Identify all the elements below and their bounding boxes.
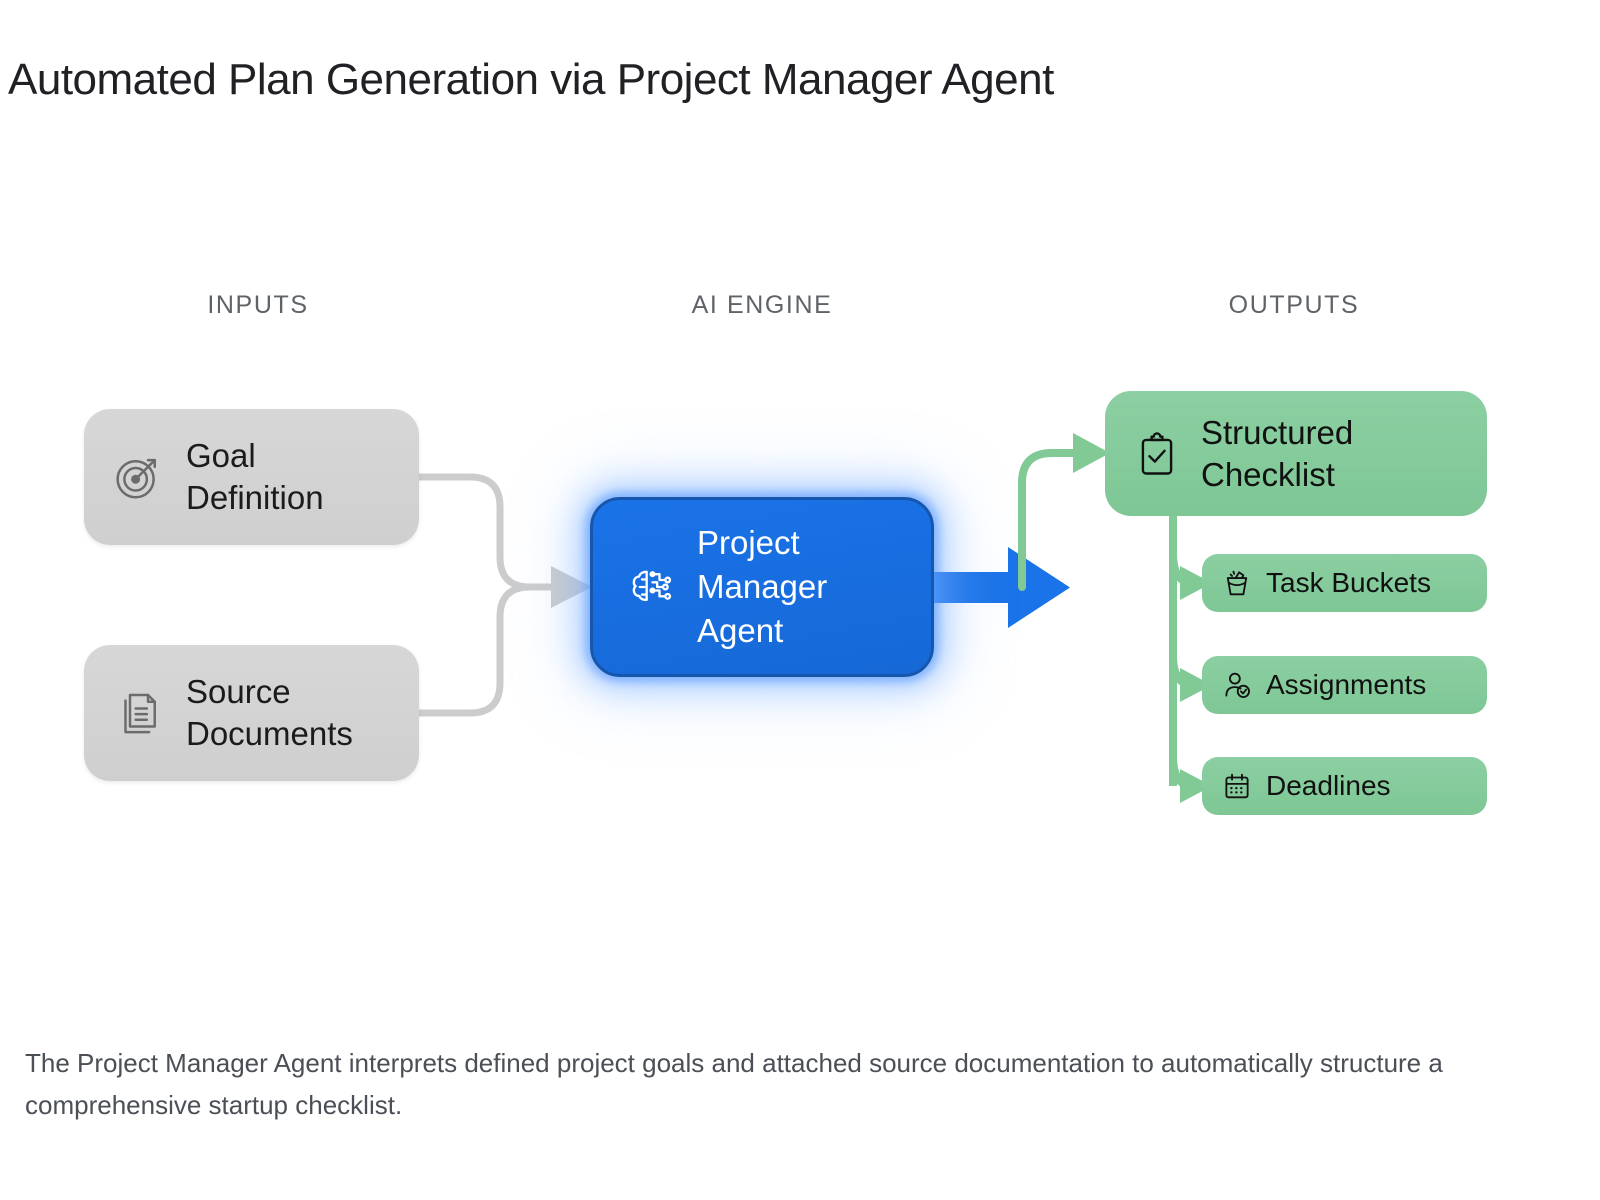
person-check-icon	[1220, 668, 1254, 702]
engine-node-project-manager-agent[interactable]: Project Manager Agent	[590, 497, 934, 677]
output-node-deadlines[interactable]: Deadlines	[1202, 757, 1487, 815]
engine-output-arrow	[934, 547, 1070, 628]
output-label-structured-checklist: Structured Checklist	[1201, 413, 1354, 493]
calendar-icon	[1220, 769, 1254, 803]
connector-goal-to-engine	[414, 473, 560, 591]
output-label-assignments: Assignments	[1266, 669, 1427, 700]
input-label-source-documents: Source Documents	[186, 673, 353, 752]
column-header-inputs: INPUTS	[207, 291, 309, 319]
input-node-goal-definition[interactable]: Goal Definition	[84, 409, 419, 545]
output-node-structured-checklist[interactable]: Structured Checklist	[1105, 391, 1487, 516]
input-node-source-documents[interactable]: Source Documents	[84, 645, 419, 781]
caption-text: The Project Manager Agent interprets def…	[25, 1048, 1443, 1121]
output-label-deadlines: Deadlines	[1266, 770, 1391, 801]
brain-circuit-icon	[621, 559, 677, 615]
target-icon	[112, 450, 166, 504]
column-header-outputs: OUTPUTS	[1228, 291, 1360, 319]
branch-task-buckets	[1169, 549, 1202, 587]
output-node-assignments[interactable]: Assignments	[1202, 656, 1487, 714]
connector-engine-to-checklist	[1018, 449, 1082, 591]
connector-source-to-engine	[414, 583, 560, 717]
output-node-task-buckets[interactable]: Task Buckets	[1202, 554, 1487, 612]
branch-assignments	[1169, 651, 1202, 689]
input-label-goal-definition: Goal Definition	[186, 437, 324, 516]
output-label-task-buckets: Task Buckets	[1266, 567, 1431, 598]
bucket-icon	[1220, 566, 1254, 600]
page-title: Automated Plan Generation via Project Ma…	[8, 55, 1054, 104]
documents-icon	[112, 686, 166, 740]
clipboard-check-icon	[1131, 428, 1183, 480]
engine-label: Project Manager Agent	[697, 524, 828, 649]
column-header-ai-engine: AI ENGINE	[691, 291, 833, 319]
branch-deadlines	[1169, 752, 1202, 790]
arrowhead-into-engine	[551, 566, 592, 608]
